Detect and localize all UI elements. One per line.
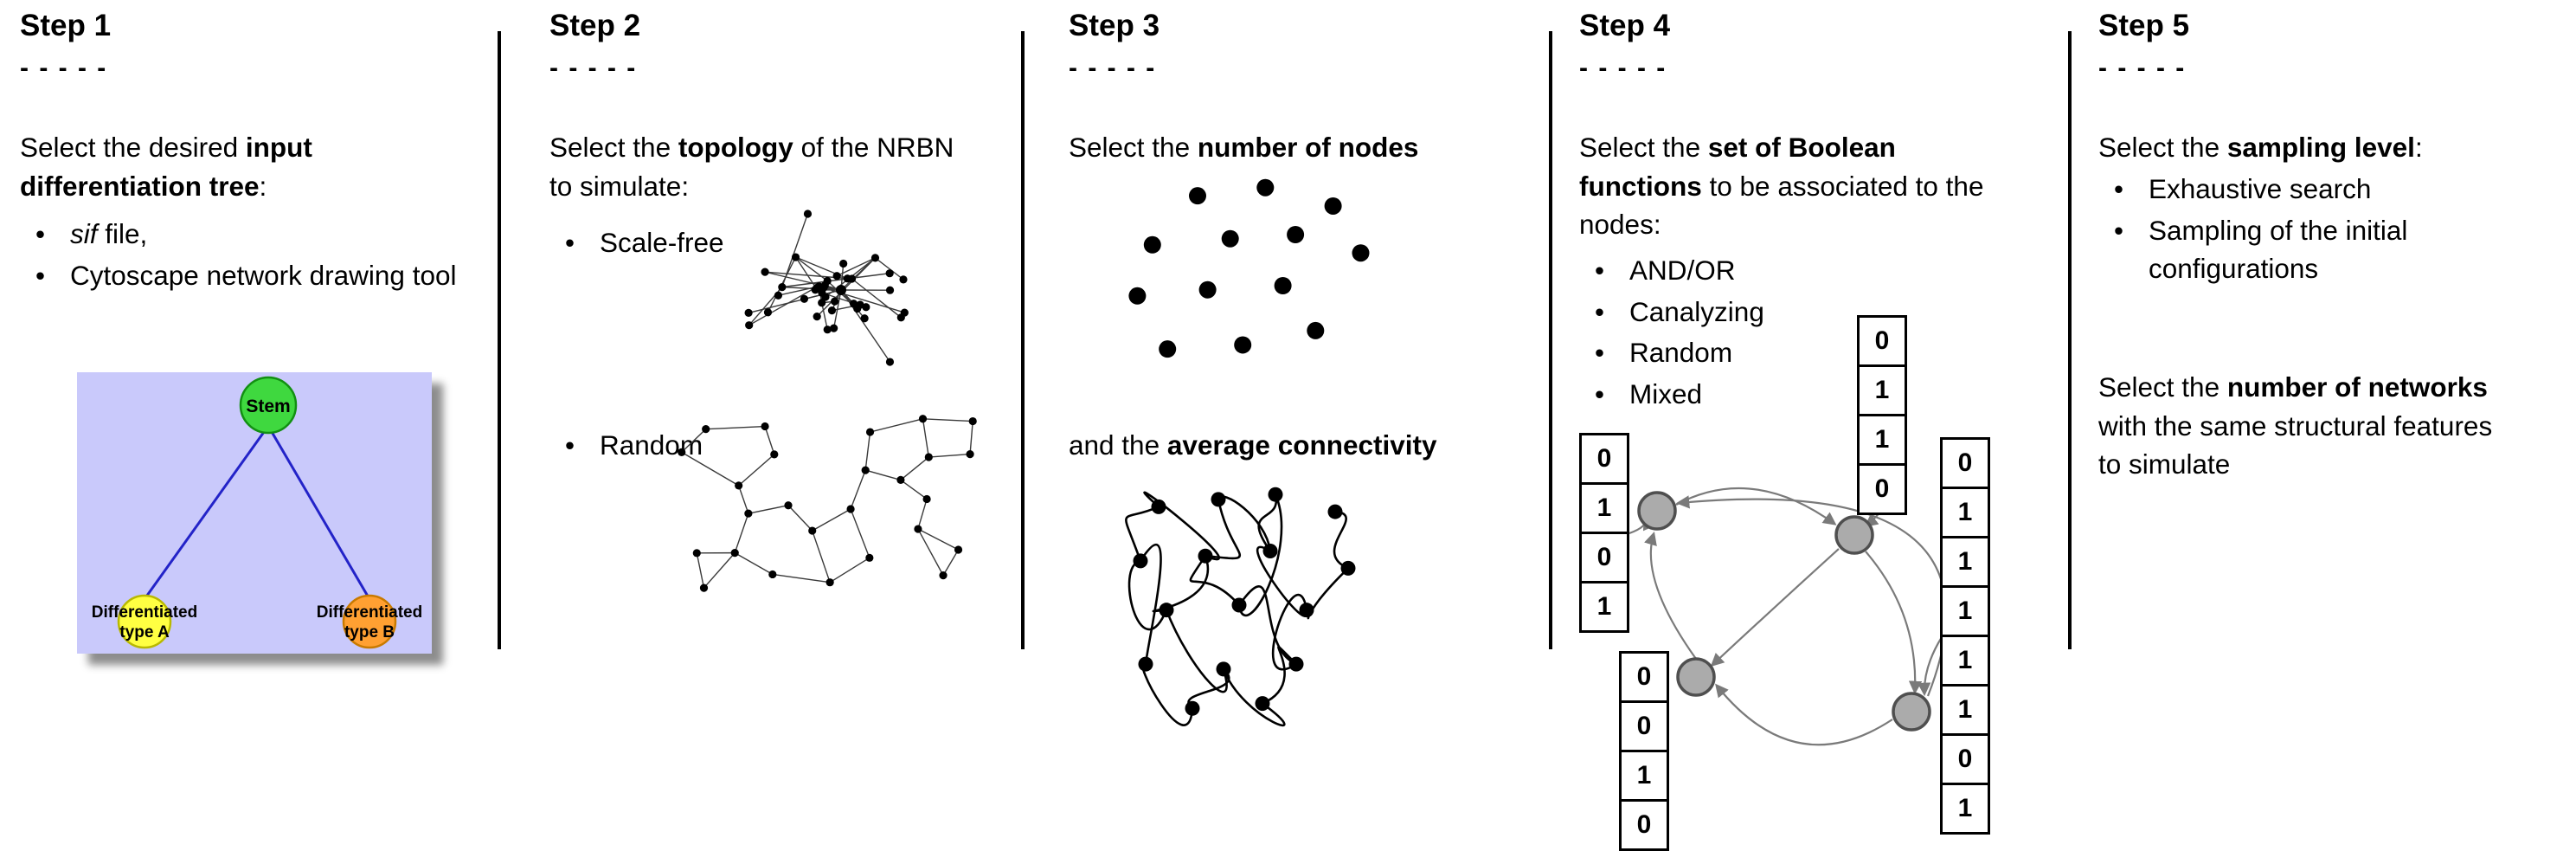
step4-bullet-list: AND/OR Canalyzing Random Mixed [1579, 251, 1839, 416]
step-title: Step 4 [1579, 9, 1671, 42]
truth-table-cell: 0 [1940, 437, 1990, 489]
step-dashes: - - - - - [1069, 54, 1155, 82]
step-title: Step 3 [1069, 9, 1160, 42]
graph-edge [1644, 532, 1697, 660]
step2-bullet-random: Random [549, 426, 809, 467]
differentiation-tree-figure: Stem Differentiated type A Differentiate… [77, 372, 432, 654]
nodes-scatter-illustration [1128, 178, 1370, 358]
list-item: Scale-free [549, 223, 809, 262]
list-item: Mixed [1579, 375, 1839, 414]
tree-edge [143, 425, 270, 600]
step-dashes: - - - - - [20, 54, 106, 82]
truth-table-cell: 1 [1619, 750, 1669, 802]
tree-node-label-type-b: Differentiated [317, 603, 422, 622]
step3-connectivity-text: and the average connectivity [1069, 429, 1437, 461]
tree-node-type-b [342, 594, 397, 649]
truth-table-cell: 1 [1940, 536, 1990, 588]
list-item: Cytoscape network drawing tool [20, 256, 479, 295]
list-item: Exhaustive search [2098, 170, 2566, 209]
step-title: Step 2 [549, 9, 641, 42]
tree-node-label-type-a: Differentiated [92, 603, 197, 622]
tree-node-label-type-b: type B [344, 623, 395, 641]
step-title: Step 5 [2098, 9, 2190, 42]
step-dashes: - - - - - [549, 54, 636, 82]
list-item: Random [1579, 333, 1839, 372]
truth-table-cell: 0 [1619, 651, 1669, 703]
graph-edge [1675, 495, 1948, 697]
list-item: sif file, [20, 215, 479, 254]
network-node [1892, 692, 1931, 732]
truth-table-cell: 1 [1940, 783, 1990, 835]
step1-bullet-list: sif file, Cytoscape network drawing tool [20, 215, 479, 297]
truth-table-cell: 1 [1579, 581, 1629, 633]
column-step-3: Step 3 - - - - - Select the number of no… [1069, 0, 1540, 851]
step2-intro: Select the topology of the NRBN to simul… [549, 132, 954, 202]
step2-bullet-scale-free: Scale-free [549, 223, 809, 265]
tree-node-label-stem: Stem [246, 396, 290, 416]
truth-table-cell: 0 [1619, 799, 1669, 851]
network-node [1637, 491, 1677, 531]
column-step-2: Step 2 - - - - - Select the topology of … [549, 0, 1012, 851]
connectivity-tangle-illustration [1125, 487, 1356, 727]
network-node [1834, 515, 1874, 555]
column-divider [498, 31, 501, 649]
tree-node-label-type-a: type A [119, 623, 170, 641]
truth-table-cell: 1 [1857, 414, 1907, 466]
truth-table-cell: 1 [1579, 482, 1629, 534]
scale-free-network-illustration [744, 210, 909, 366]
column-step-5: Step 5 - - - - - Select the sampling lev… [2098, 0, 2576, 851]
truth-table-cell: 0 [1579, 433, 1629, 485]
graph-edge [1715, 683, 1893, 746]
truth-table-cell: 1 [1940, 585, 1990, 637]
graph-edge [1675, 487, 1837, 525]
list-item: Random [549, 426, 809, 465]
tree-node-stem [239, 376, 298, 435]
step-dashes: - - - - - [1579, 54, 1666, 82]
column-divider [1549, 31, 1552, 649]
step-title: Step 1 [20, 9, 112, 42]
differentiation-tree-svg: Stem Differentiated type A Differentiate… [77, 372, 432, 654]
step5-bullet-list: Exhaustive search Sampling of the initia… [2098, 170, 2566, 291]
truth-table-cell: 1 [1940, 684, 1990, 736]
tree-node-type-a [117, 594, 172, 649]
list-item: Sampling of the initial configurations [2098, 211, 2566, 288]
tree-edge [267, 425, 371, 600]
step5-intro: Select the sampling level: [2098, 132, 2423, 163]
column-divider [1021, 31, 1025, 649]
random-network-illustration [678, 415, 977, 592]
column-divider [2068, 31, 2072, 649]
step3-intro: Select the number of nodes [1069, 132, 1419, 163]
graph-edge [1710, 548, 1840, 667]
step5-networks-paragraph: Select the number of networks with the s… [2098, 371, 2493, 480]
graph-edge [1865, 551, 1923, 695]
truth-table-cell: 1 [1857, 364, 1907, 416]
network-node [1676, 657, 1716, 697]
truth-table-cell: 0 [1857, 463, 1907, 515]
truth-table-cell: 0 [1940, 733, 1990, 785]
truth-table-cell: 1 [1940, 487, 1990, 538]
list-item: Canalyzing [1579, 293, 1839, 332]
column-step-4: Step 4 - - - - - Select the set of Boole… [1579, 0, 2059, 851]
column-step-1: Step 1 - - - - - Select the desired inpu… [20, 0, 491, 851]
truth-table-cell: 0 [1857, 315, 1907, 367]
list-item: AND/OR [1579, 251, 1839, 290]
truth-table-cell: 0 [1619, 700, 1669, 752]
graph-edge [1917, 636, 1943, 697]
step4-intro: Select the set of Boolean functions to b… [1579, 132, 1984, 241]
step1-intro: Select the desired input differentiation… [20, 132, 312, 202]
step-dashes: - - - - - [2098, 54, 2185, 82]
truth-table-cell: 0 [1579, 532, 1629, 583]
truth-table-cell: 1 [1940, 635, 1990, 687]
